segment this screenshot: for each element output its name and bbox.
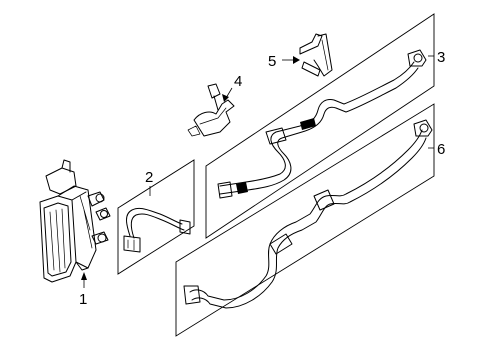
callout-1: 1 — [79, 291, 87, 308]
oil-cooler-part — [39, 159, 111, 283]
short-cooler-hose — [123, 207, 191, 253]
callout-2: 2 — [145, 169, 153, 186]
lower-line-panel — [175, 103, 435, 337]
lower-cooler-line — [183, 119, 433, 309]
callout-4: 4 — [234, 73, 242, 90]
upper-cooler-line — [217, 49, 427, 199]
callout-3: 3 — [437, 49, 445, 66]
mounting-clip-part — [187, 83, 235, 137]
leader-lines — [81, 55, 434, 288]
bracket-part — [299, 33, 333, 77]
callout-5: 5 — [268, 53, 276, 70]
callout-6: 6 — [437, 141, 445, 158]
hose-2-panel — [117, 159, 195, 275]
upper-line-panel — [205, 13, 435, 239]
